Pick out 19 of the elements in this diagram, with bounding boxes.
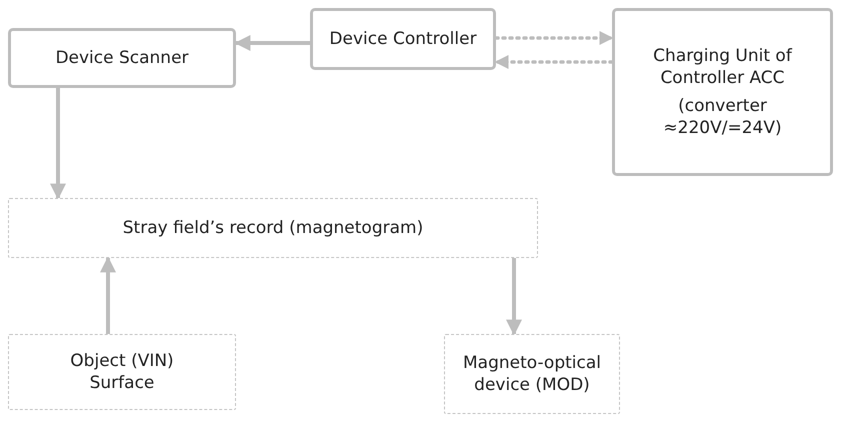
- process-box: [612, 8, 833, 176]
- arrow: [234, 35, 310, 51]
- node-text: Object (VIN) Surface: [69, 350, 175, 394]
- arrow: [50, 88, 66, 200]
- dashed-box: [444, 334, 620, 414]
- arrow: [494, 55, 614, 69]
- dashed-box: [8, 198, 538, 258]
- dashed-box: [8, 334, 236, 410]
- node-text: Charging Unit of Controller ACC: [652, 44, 794, 89]
- process-box: [310, 8, 496, 70]
- arrow: [100, 256, 116, 334]
- arrow: [494, 31, 614, 45]
- node-text: Magneto-optical device (MOD): [462, 352, 602, 396]
- node-text: (converter ≈220V/=24V): [662, 95, 783, 140]
- process-box: [8, 28, 236, 88]
- node-text: Device Scanner: [55, 46, 189, 70]
- node-text: Stray field’s record (magnetogram): [122, 216, 424, 240]
- arrow: [506, 258, 522, 336]
- node-text: Device Controller: [329, 28, 477, 50]
